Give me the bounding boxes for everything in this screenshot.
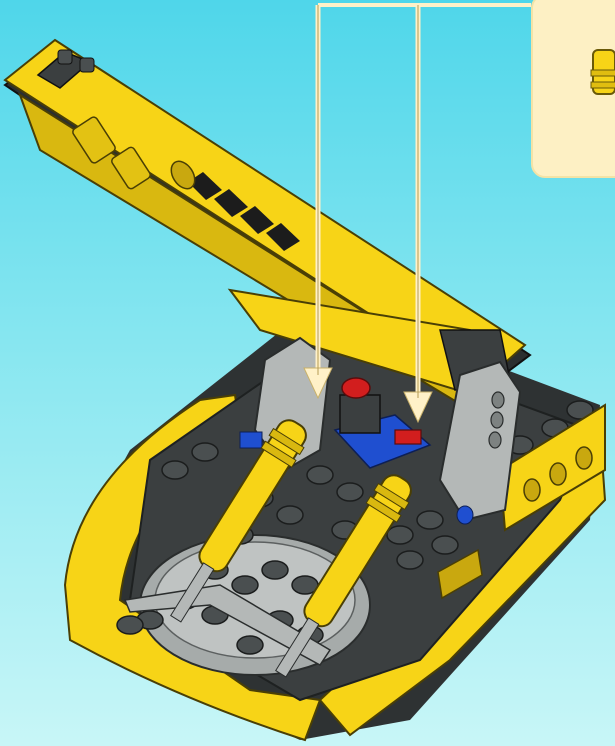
crane-base — [65, 300, 605, 740]
